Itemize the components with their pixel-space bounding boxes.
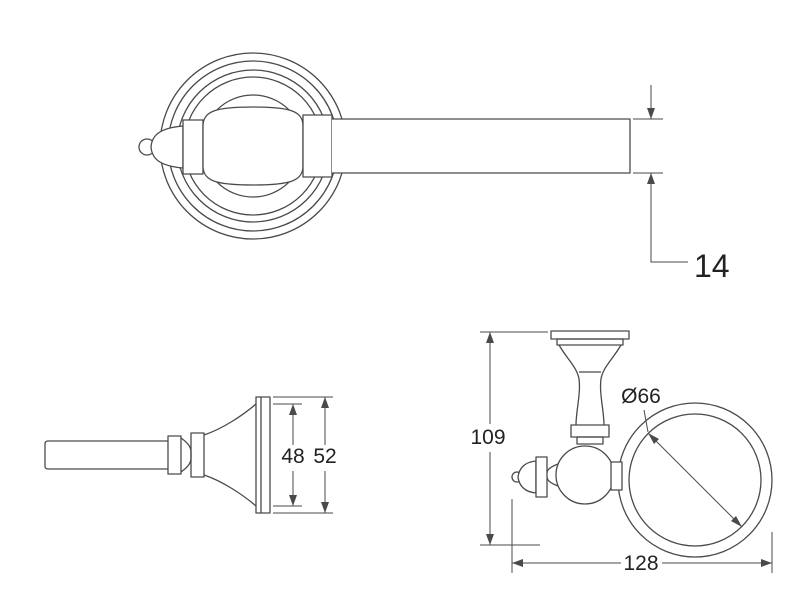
- dimension-holder-width: 128: [511, 499, 773, 575]
- finial-cap: [150, 125, 184, 169]
- post-barrel: [202, 106, 304, 186]
- arrowhead: [761, 559, 772, 567]
- post-collar-small: [576, 436, 604, 445]
- extension-line: [273, 403, 302, 507]
- bar-side-outline: [44, 440, 168, 470]
- bar-fill: [332, 119, 630, 173]
- dimension-line: [650, 173, 688, 263]
- trumpet-profile: [558, 344, 622, 426]
- extension-line: [511, 499, 773, 573]
- dim-label-bar-diameter: 14: [694, 248, 730, 284]
- towel-bar-front-view: [138, 52, 631, 240]
- bar-outline: [332, 118, 631, 174]
- collar: [190, 432, 205, 478]
- wall-mount-side-view: [44, 396, 271, 514]
- arm-collar-right: [610, 461, 623, 491]
- arrowhead: [648, 433, 659, 444]
- dimension-mount: 48 52: [273, 396, 337, 514]
- finial-cap: [517, 460, 537, 494]
- dimension-bar-diameter: 14: [633, 85, 730, 284]
- arrowhead: [486, 534, 494, 545]
- post-collar: [570, 424, 610, 438]
- neck-profile: [180, 437, 192, 473]
- arrowhead: [486, 332, 494, 343]
- wall-flange-step: [556, 338, 624, 346]
- arrowhead: [321, 502, 329, 513]
- dim-label-mount-outer: 52: [313, 445, 336, 468]
- dim-label-cup-diameter: Ø66: [621, 385, 661, 408]
- arm-sphere: [555, 445, 615, 505]
- dim-label-holder-height: 109: [470, 426, 505, 449]
- wall-plate: [255, 396, 271, 514]
- dim-label-holder-width: 128: [623, 552, 658, 575]
- arrowhead: [512, 559, 523, 567]
- post-collar-left: [182, 119, 204, 175]
- arrowhead: [289, 404, 297, 415]
- dimension-cup-diameter: Ø66: [621, 385, 743, 528]
- cone-profile: [203, 403, 257, 507]
- collar: [167, 435, 182, 475]
- extension-line: [273, 396, 333, 514]
- arrowhead: [289, 495, 297, 506]
- arrowhead: [731, 516, 742, 527]
- dimension-holder-height: 109: [470, 331, 548, 546]
- arrowhead: [647, 173, 655, 184]
- diameter-line: [647, 432, 743, 528]
- cup-ring-inner: [628, 413, 762, 547]
- arm-collar-left: [535, 456, 548, 498]
- wall-flange: [550, 330, 630, 340]
- tumbler-holder-side-view: [511, 330, 773, 558]
- dim-label-mount-inner: 48: [281, 445, 304, 468]
- leader-line: [643, 409, 649, 433]
- post-collar-right: [302, 114, 333, 178]
- extension-line: [633, 118, 663, 174]
- arrowhead: [321, 397, 329, 408]
- arrowhead: [647, 108, 655, 119]
